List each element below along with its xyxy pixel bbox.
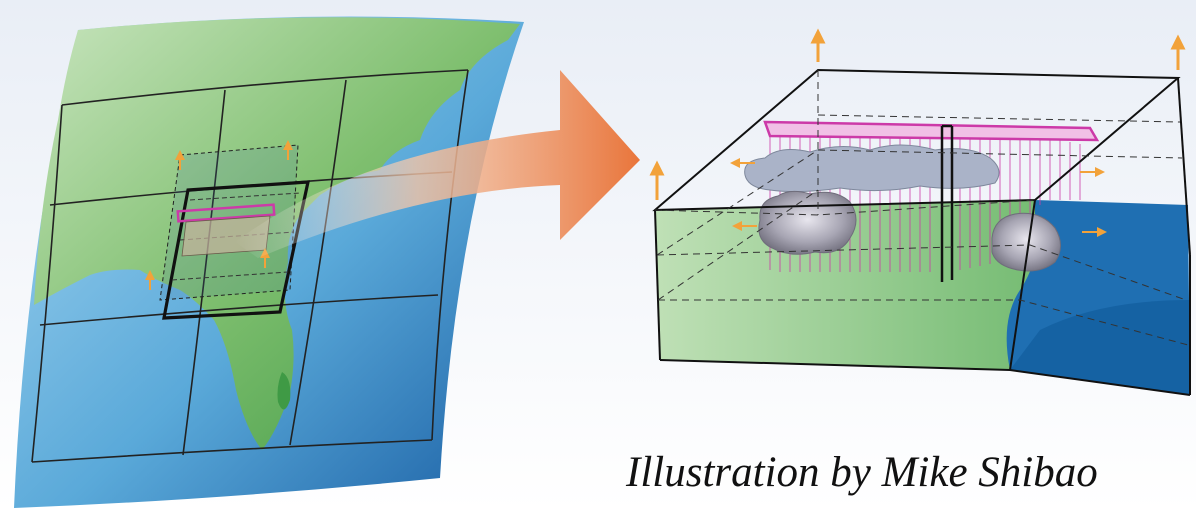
box-ocean-front	[1010, 300, 1190, 395]
big-curved-arrow-icon	[235, 70, 640, 258]
side-flux-arrows	[730, 158, 1107, 237]
magenta-layer-bar	[763, 120, 1100, 142]
globe-panel	[14, 16, 524, 509]
illustration-credit: Illustration by Mike Shibao	[626, 449, 1098, 496]
model-box-panel	[649, 28, 1191, 396]
magenta-layer	[176, 203, 276, 223]
cloud-left	[758, 190, 857, 255]
cloud-layer	[744, 144, 1000, 193]
globe-flux-arrows	[145, 140, 293, 290]
up-flux-arrows	[649, 28, 1186, 200]
globe-grid	[31, 69, 469, 463]
cloud-right	[991, 212, 1061, 272]
box-wireframe	[652, 68, 1191, 396]
island	[277, 372, 291, 410]
selected-grid-cell	[159, 144, 311, 320]
box-inner-levels	[654, 70, 1189, 346]
